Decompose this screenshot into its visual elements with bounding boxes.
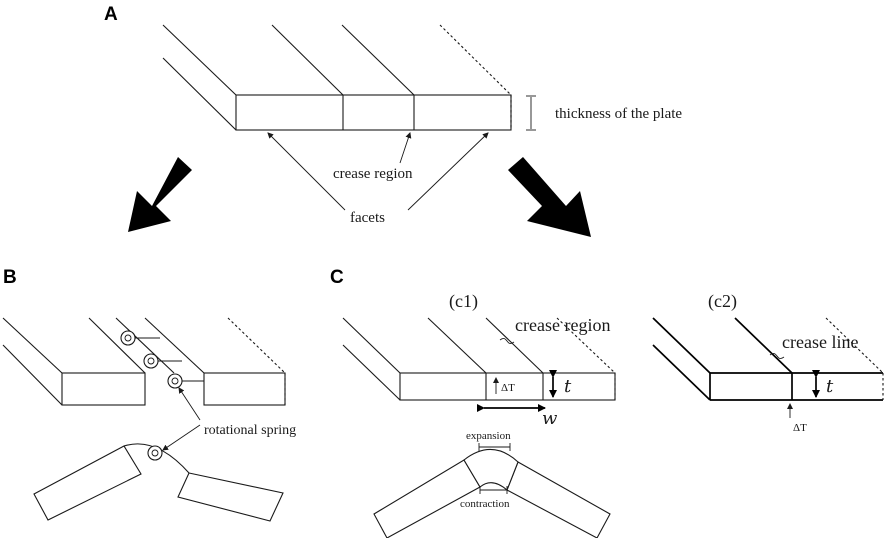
c1-title: (c1) bbox=[449, 291, 478, 312]
spring-pointer-top bbox=[178, 387, 201, 421]
plate-b bbox=[2, 317, 286, 406]
plate-c1 bbox=[342, 317, 616, 401]
panel-c: C (c1) crease region ΔT t w bbox=[330, 267, 884, 538]
facets-label: facets bbox=[350, 210, 385, 226]
crease-pointer bbox=[399, 132, 412, 164]
panel-b: B rotational spring bbox=[2, 267, 296, 522]
thickness-indicator bbox=[526, 95, 536, 131]
facets-pointer-left bbox=[267, 132, 346, 211]
c2-delta-t-label: ΔT bbox=[793, 422, 807, 434]
folded-plate-b bbox=[33, 443, 284, 522]
panel-b-label: B bbox=[3, 267, 17, 288]
contraction-label: contraction bbox=[460, 498, 510, 510]
arrow-to-b bbox=[128, 157, 192, 232]
panel-a: A thickness of the plate crease region bbox=[104, 4, 682, 237]
expansion-label: expansion bbox=[466, 430, 511, 442]
rotational-spring-label: rotational spring bbox=[204, 423, 296, 438]
panel-a-label: A bbox=[104, 4, 118, 25]
c2-title: (c2) bbox=[708, 291, 737, 312]
c1-thickness-symbol: t bbox=[564, 376, 572, 397]
c2-thickness-symbol: t bbox=[826, 376, 834, 397]
c2-crease-pointer bbox=[769, 353, 785, 359]
springs bbox=[120, 330, 204, 389]
c1-crease-label: crease region bbox=[515, 315, 610, 335]
c2-crease-label: crease line bbox=[782, 332, 858, 352]
c1-delta-t-label: ΔT bbox=[501, 382, 515, 394]
spring-pointer-bottom bbox=[162, 424, 201, 451]
c1-crease-pointer bbox=[499, 338, 515, 344]
folded-plate-c1: expansion contraction bbox=[373, 430, 611, 538]
c1-width-symbol: w bbox=[542, 408, 558, 429]
plate-a bbox=[162, 24, 512, 131]
thickness-label: thickness of the plate bbox=[555, 106, 682, 122]
arrow-to-c bbox=[508, 157, 591, 237]
plate-c2 bbox=[652, 317, 884, 401]
crease-region-label: crease region bbox=[333, 166, 413, 182]
facets-pointer-right bbox=[407, 132, 489, 211]
panel-c-label: C bbox=[330, 267, 344, 288]
